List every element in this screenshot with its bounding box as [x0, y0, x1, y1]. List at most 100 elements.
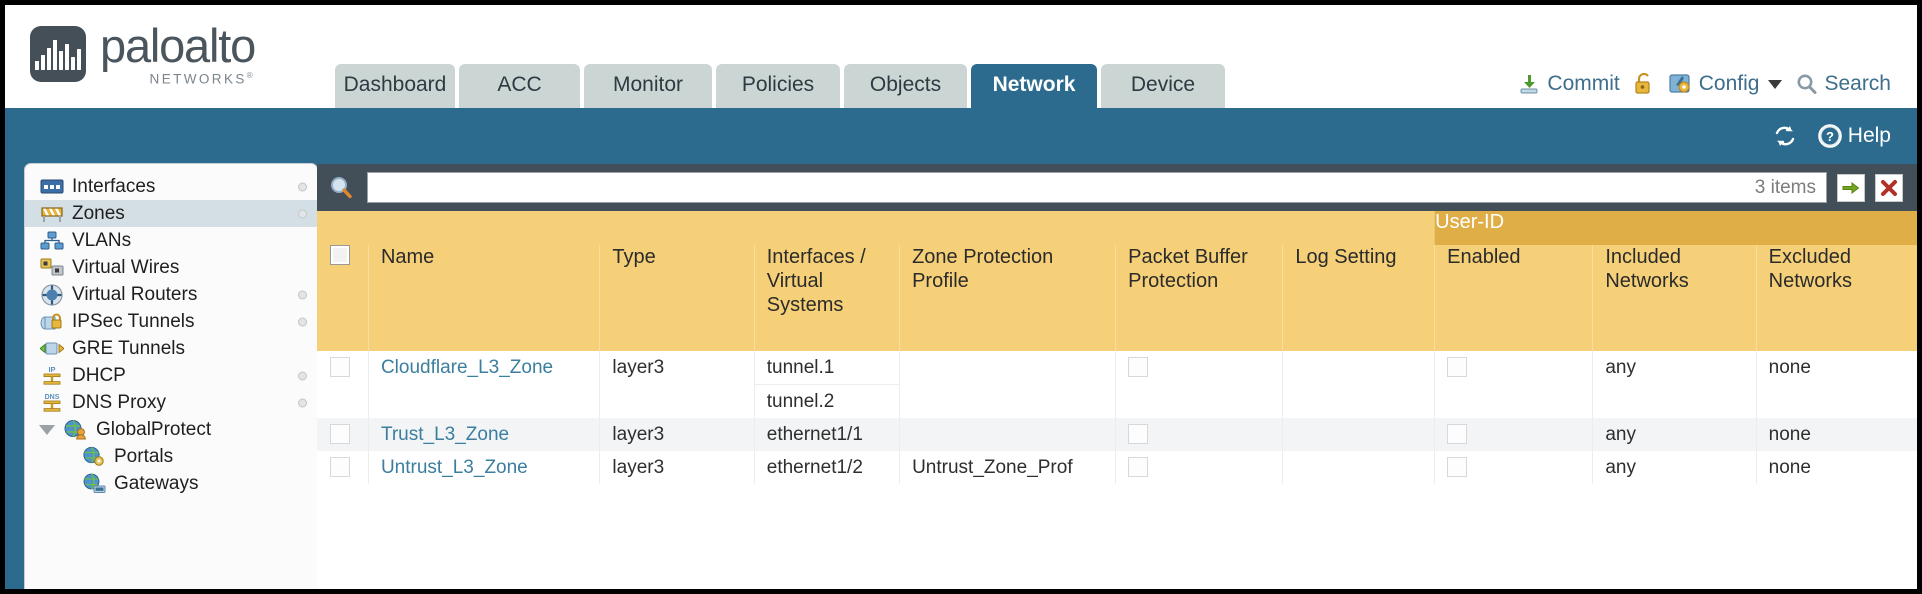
search-input-wrap[interactable]: 3 items — [367, 172, 1827, 203]
column-header-zone-protection-profile[interactable]: Zone Protection Profile — [899, 245, 1116, 351]
help-icon: ? — [1817, 124, 1842, 148]
chevron-down-icon — [1768, 79, 1783, 89]
svg-text:?: ? — [1826, 129, 1834, 144]
zone-name-link[interactable]: Untrust_L3_Zone — [380, 457, 528, 478]
sidebar-item-status-dot — [298, 317, 307, 326]
tab-network[interactable]: Network — [971, 64, 1097, 108]
sidebar-item-gateways[interactable]: Gateways — [25, 470, 317, 497]
search-label: Search — [1824, 72, 1891, 95]
search-filter-icon[interactable] — [327, 174, 357, 202]
sidebar-item-virtual-wires[interactable]: Virtual Wires — [25, 254, 317, 281]
cell-excluded-networks: none — [1755, 418, 1917, 451]
cell-log-setting — [1282, 351, 1435, 418]
row-select-checkbox[interactable] — [330, 457, 350, 477]
cell-type: layer3 — [599, 451, 755, 484]
ipsec-tunnels-icon — [39, 312, 65, 332]
commit-button[interactable]: Commit — [1517, 72, 1620, 96]
sidebar-item-status-dot — [298, 209, 307, 218]
group-header-spacer — [317, 211, 1435, 245]
sidebar-item-label: DHCP — [72, 364, 126, 386]
column-header-packet-buffer-protection[interactable]: Packet Buffer Protection — [1115, 245, 1283, 351]
row-select-cell — [317, 351, 368, 418]
interface-entry: tunnel.1 — [754, 351, 900, 385]
row-select-checkbox[interactable] — [330, 357, 350, 377]
globalprotect-icon — [63, 420, 89, 440]
cell-name: Cloudflare_L3_Zone — [367, 351, 600, 418]
tab-objects[interactable]: Objects — [844, 64, 967, 108]
userid-enabled-checkbox[interactable] — [1447, 457, 1468, 477]
sidebar-item-ipsec-tunnels[interactable]: IPSec Tunnels — [25, 308, 317, 335]
packet-buffer-checkbox[interactable] — [1128, 457, 1149, 477]
column-header-excluded-networks[interactable]: Excluded Networks — [1755, 245, 1917, 351]
sidebar-item-label: IPSec Tunnels — [72, 310, 195, 332]
sidebar-item-label: DNS Proxy — [72, 391, 166, 413]
sidebar-item-label: Virtual Routers — [72, 283, 198, 305]
userid-enabled-checkbox[interactable] — [1447, 424, 1468, 444]
zone-name-link[interactable]: Cloudflare_L3_Zone — [380, 357, 554, 378]
sidebar-item-label: GRE Tunnels — [72, 337, 185, 359]
paloalto-logo-icon — [30, 26, 86, 83]
expand-triangle-icon[interactable] — [39, 424, 55, 435]
sidebar-item-gre-tunnels[interactable]: GRE Tunnels — [25, 335, 317, 362]
clear-filter-button[interactable] — [1875, 173, 1903, 202]
packet-buffer-checkbox[interactable] — [1128, 424, 1149, 444]
sidebar-item-interfaces[interactable]: Interfaces — [25, 173, 317, 200]
apply-filter-button[interactable] — [1837, 173, 1865, 202]
sidebar-item-label: Interfaces — [72, 175, 156, 197]
interfaces-icon — [39, 177, 65, 197]
userid-enabled-checkbox[interactable] — [1447, 357, 1468, 377]
zones-icon — [39, 204, 65, 224]
column-header-name[interactable]: Name — [367, 245, 600, 351]
virtual-wires-icon — [39, 258, 65, 278]
brand-logo[interactable]: paloalto NETWORKS® — [30, 19, 256, 87]
refresh-button[interactable] — [1771, 123, 1799, 149]
tab-dashboard[interactable]: Dashboard — [335, 64, 455, 108]
column-header-included-networks[interactable]: Included Networks — [1592, 245, 1757, 351]
help-button[interactable]: ? Help — [1817, 123, 1891, 149]
tab-monitor[interactable]: Monitor — [584, 64, 712, 108]
search-button[interactable]: Search — [1795, 72, 1891, 96]
sidebar-item-globalprotect[interactable]: GlobalProtect — [25, 416, 317, 443]
packet-buffer-checkbox[interactable] — [1128, 357, 1149, 377]
brand-name: paloalto — [100, 19, 256, 72]
cell-log-setting — [1282, 418, 1435, 451]
search-input[interactable] — [378, 176, 1755, 199]
config-menu[interactable]: Config — [1668, 72, 1783, 96]
cell-included-networks: any — [1592, 418, 1757, 451]
band-actions: ? Help — [1771, 123, 1891, 149]
sidebar-item-portals[interactable]: Portals — [25, 443, 317, 470]
config-label: Config — [1698, 72, 1760, 95]
interface-entry: ethernet1/1 — [766, 424, 863, 445]
column-header-interfaces-virtual-systems[interactable]: Interfaces / Virtual Systems — [753, 245, 900, 351]
zone-name-link[interactable]: Trust_L3_Zone — [380, 424, 510, 445]
select-all-checkbox[interactable] — [330, 245, 350, 265]
brand-text: paloalto NETWORKS® — [100, 19, 256, 87]
column-header-enabled[interactable]: Enabled — [1434, 245, 1593, 351]
sidebar-item-virtual-routers[interactable]: Virtual Routers — [25, 281, 317, 308]
column-header-type[interactable]: Type — [599, 245, 755, 351]
column-header-log-setting[interactable]: Log Setting — [1282, 245, 1435, 351]
tab-acc[interactable]: ACC — [459, 64, 580, 108]
tab-device[interactable]: Device — [1101, 64, 1225, 108]
sidebar-item-vlans[interactable]: VLANs — [25, 227, 317, 254]
lock-button[interactable] — [1633, 72, 1655, 96]
tab-policies[interactable]: Policies — [716, 64, 840, 108]
green-arrow-icon — [1842, 181, 1860, 194]
sidebar-item-zones[interactable]: Zones — [25, 200, 317, 227]
cell-userid-enabled — [1434, 351, 1593, 418]
header-actions: Commit Config — [1517, 72, 1891, 96]
commit-icon — [1520, 75, 1538, 94]
row-select-checkbox[interactable] — [330, 424, 350, 444]
padlock-icon — [1635, 72, 1650, 94]
cell-included-networks: any — [1592, 451, 1757, 484]
